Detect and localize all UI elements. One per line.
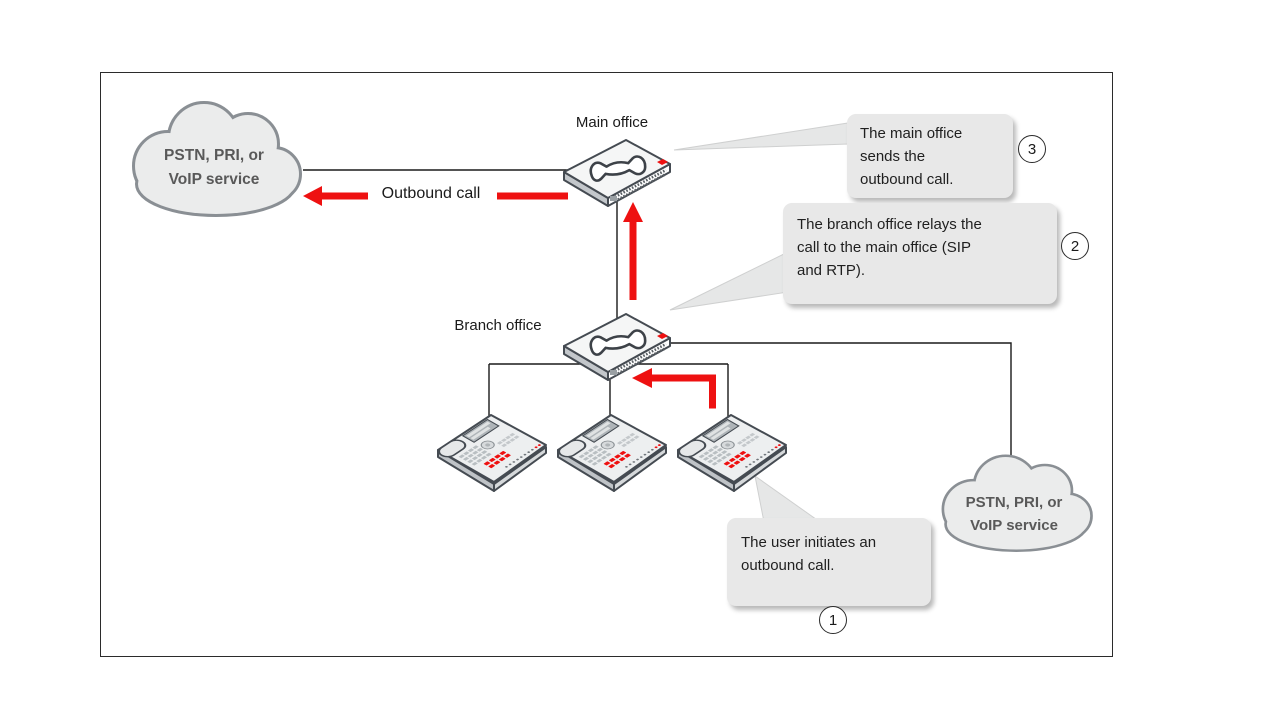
ip-phone-1-icon [434,414,547,492]
main-office-label: Main office [575,114,649,131]
cloud-text-line2: VoIP service [970,517,1058,534]
callout1-tail [754,474,822,523]
branch-office-label: Branch office [454,317,542,334]
outbound-call-label: Outbound call [381,185,481,202]
callout-line: sends the [860,148,926,165]
callout-step1: The user initiates an outbound call. [727,518,931,606]
step-number-2: 2 [1061,232,1089,260]
outbound-call-arrow [303,186,568,206]
cloud-text-line2: VoIP service [168,171,260,188]
phone-to-branch-arrow [632,368,716,409]
callout-line: outbound call. [741,557,835,574]
callout3-tail [673,122,849,151]
callout-line: The main office [860,125,963,142]
ip-phone-3-icon [674,414,787,492]
link-branch-to-cloud [660,342,1012,456]
step-number-3: 3 [1018,135,1046,163]
ip-phone-2-icon [554,414,667,492]
main-office-gateway-icon [562,138,672,208]
callout-line: The branch office relays the [797,216,982,233]
cloud-text-line1: PSTN, PRI, or [965,494,1063,511]
pstn-cloud-top-left-text: PSTN, PRI, or VoIP service [136,144,292,192]
flow-arrows [303,186,716,409]
branch-to-main-arrow [623,202,643,300]
branch-office-gateway-icon [562,312,672,382]
callout-tails [669,122,849,523]
callout-line: The user initiates an [741,534,877,551]
callout-line: outbound call. [860,171,954,188]
callout-step2: The branch office relays the call to the… [783,203,1057,304]
cloud-text-line1: PSTN, PRI, or [164,147,264,164]
pstn-cloud-bottom-right-text: PSTN, PRI, or VoIP service [938,491,1090,537]
callout-line: and RTP). [797,262,866,279]
callout2-tail [669,251,789,311]
callout-line: call to the main office (SIP [797,239,971,256]
step-number-1: 1 [819,606,847,634]
callout-step3: The main office sends the outbound call. [847,114,1013,198]
